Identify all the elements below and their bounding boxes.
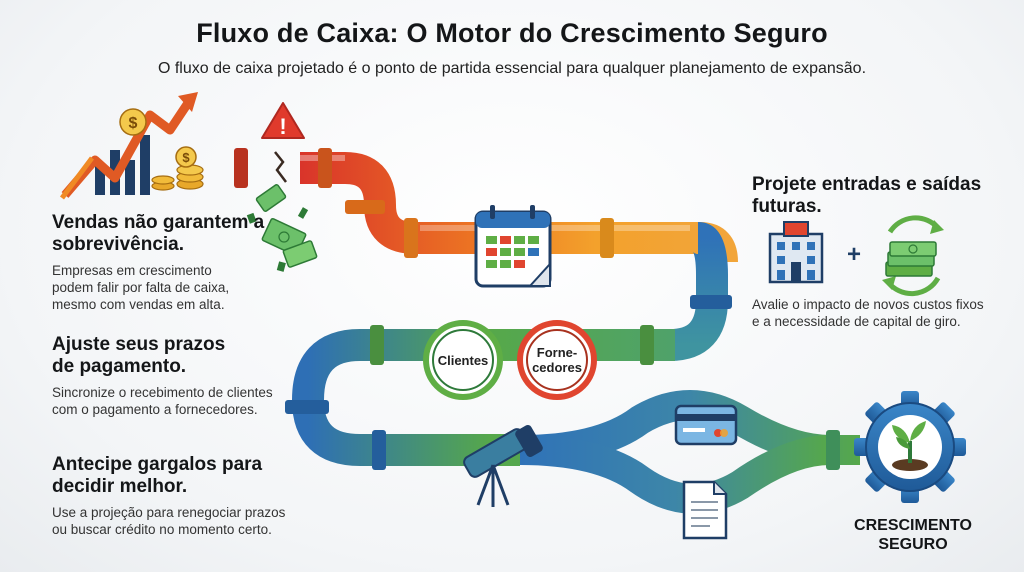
point-anticipate-bottlenecks: Antecipe gargalos para decidir melhor. U…: [52, 454, 292, 538]
warning-glyph: !: [279, 114, 286, 139]
outcome-line1: CRESCIMENTO: [854, 517, 972, 534]
point-payment-terms: Ajuste seus prazos de pagamento. Sincron…: [52, 334, 282, 418]
point-heading: Ajuste seus prazos de pagamento.: [52, 334, 226, 377]
suppliers-label-line1: Forne-: [536, 345, 578, 360]
credit-card-icon: [674, 404, 738, 446]
dollar-coin-glyph: $: [129, 115, 138, 132]
suppliers-label-line2: cedores: [532, 360, 582, 375]
point-heading: Antecipe gargalos para decidir melhor.: [52, 454, 263, 497]
page-title: Fluxo de Caixa: O Motor do Crescimento S…: [196, 18, 828, 48]
pipe-middle: [285, 325, 675, 470]
point-project-flows: Projete entradas e saídas futuras.: [752, 174, 1002, 218]
suppliers-badge: [517, 320, 597, 400]
cash-cycle-icon: [882, 215, 944, 297]
growth-gear-icon: [854, 391, 966, 503]
point-body: Sincronize o recebimento de clientes com…: [52, 385, 273, 417]
warning-icon: !: [261, 102, 305, 139]
falling-money-icon: [246, 184, 318, 272]
point-sales-survival: Vendas não garantem a sobrevivência. Emp…: [52, 212, 282, 313]
document-icon: [682, 480, 728, 540]
growth-chart-icon: $ $: [60, 92, 204, 200]
point-body: Use a projeção para renegociar prazos ou…: [52, 505, 286, 537]
dollar-coin-glyph-small: $: [182, 150, 190, 165]
point-heading: Vendas não garantem a sobrevivência.: [52, 212, 265, 255]
pipe-right-bend: [669, 222, 732, 361]
outcome-label: CRESCIMENTO SEGURO: [838, 516, 988, 554]
telescope-icon: [463, 424, 543, 507]
building-icon: [768, 221, 824, 284]
suppliers-label: Forne- cedores: [527, 345, 587, 375]
outcome-line2: SEGURO: [878, 536, 948, 553]
point-body: Empresas em crescimento podem falir por …: [52, 263, 230, 312]
plus-sign: +: [847, 241, 861, 268]
calendar-spreadsheet-icon: [474, 205, 552, 288]
point-heading: Projete entradas e saídas futuras.: [752, 174, 982, 217]
point-project-flows-body: Avalie o impacto de novos custos fixos e…: [752, 297, 984, 329]
clients-badge: [423, 320, 503, 400]
pipe-crack: [274, 151, 287, 183]
page-subtitle: O fluxo de caixa projetado é o ponto de …: [157, 60, 867, 77]
clients-label: Clientes: [437, 353, 489, 368]
